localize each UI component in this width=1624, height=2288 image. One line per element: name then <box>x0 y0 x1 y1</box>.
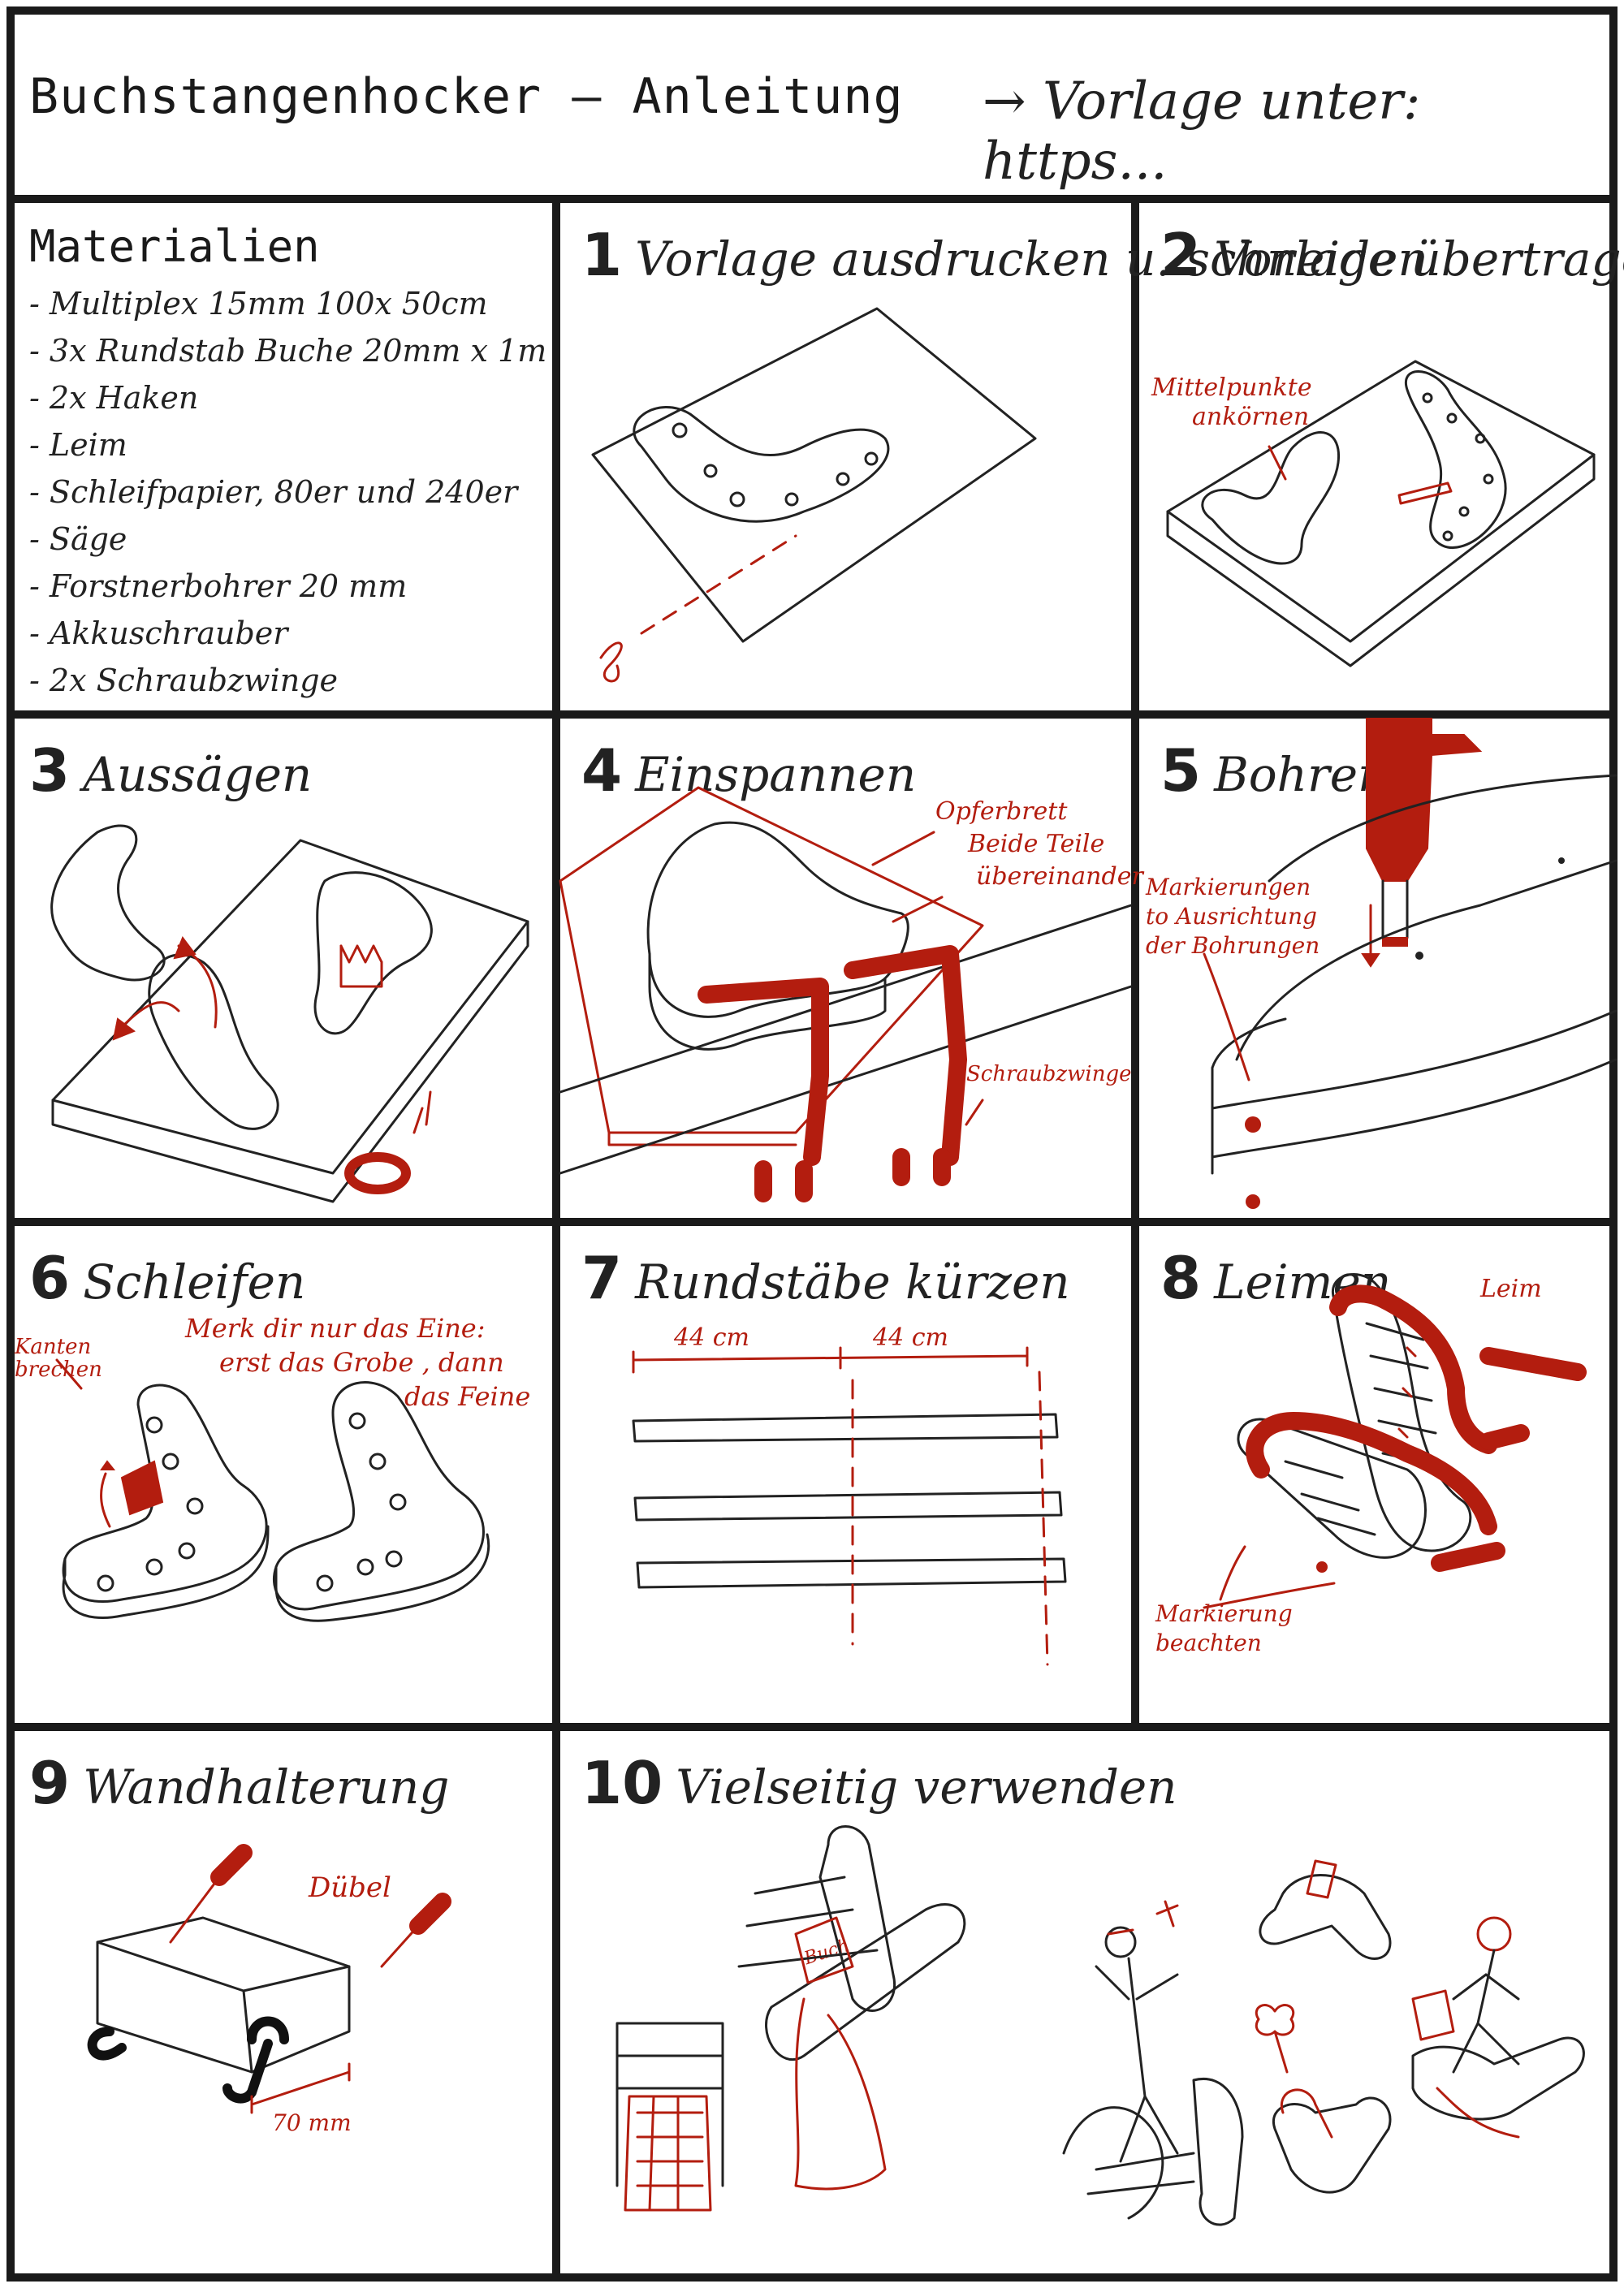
note-break-edges: Kanten brechen <box>15 1335 102 1382</box>
step-label: Vorlage ausdrucken u. schneiden <box>635 231 1428 287</box>
step-label: Wandhalterung <box>83 1759 450 1815</box>
grid-line <box>552 1729 560 2282</box>
step-number: 3 <box>29 736 71 805</box>
grid-line <box>8 1723 1616 1731</box>
note-wall-plug: Dübel <box>309 1871 391 1904</box>
step-label: Schleifen <box>83 1254 306 1310</box>
step-number: 8 <box>1160 1244 1202 1312</box>
dowel-cutting-illustration <box>632 1346 1067 1666</box>
board-transfer-illustration <box>1166 360 1596 667</box>
step-number: 5 <box>1160 736 1202 805</box>
list-item: Multiplex 15mm 100x 50cm <box>29 280 546 327</box>
grid-line <box>8 1218 1616 1226</box>
sawing-illustration <box>50 824 529 1203</box>
note-centerpoints: Mittelpunkte ankörnen <box>1151 373 1312 431</box>
note-markings: Markierungen to Ausrichtung der Bohrunge… <box>1146 874 1320 959</box>
page-frame <box>6 6 1618 2282</box>
list-item: Akkuschrauber <box>29 610 546 657</box>
step-label: Rundstäbe kürzen <box>635 1254 1070 1310</box>
header: Buchstangenhocker – Anleitung → Vorlage … <box>8 8 1616 203</box>
list-item: 2x Schraubzwinge <box>29 657 546 704</box>
uses-illustration <box>615 1825 1585 2226</box>
note-sacrificial-board: Opferbrett Beide Teile übereinander <box>935 797 1143 891</box>
list-item: 2x Haken <box>29 374 546 421</box>
wall-mount-illustration <box>87 1844 451 2114</box>
materials-list: Multiplex 15mm 100x 50cm 3x Rundstab Buc… <box>29 280 546 704</box>
page-title: Buchstangenhocker – Anleitung <box>29 68 904 125</box>
note-coarse-then-fine: Merk dir nur das Eine: erst das Grobe , … <box>185 1313 531 1412</box>
step-number: 4 <box>581 736 623 805</box>
step-label: Vielseitig verwenden <box>676 1759 1177 1815</box>
list-item: Säge <box>29 516 546 563</box>
list-item: Schleifpapier, 80er und 240er <box>29 468 546 516</box>
list-item: Forstnerbohrer 20 mm <box>29 563 546 610</box>
note-glue: Leim <box>1480 1275 1542 1303</box>
clamping-illustration <box>559 786 1133 1202</box>
list-item: 3x Rundstab Buche 20mm x 1m <box>29 327 546 374</box>
note-clamp: Schraubzwinge <box>966 1062 1132 1086</box>
sanding-illustration <box>55 1358 490 1622</box>
step-number: 10 <box>581 1749 663 1817</box>
materials-panel: Materialien Multiplex 15mm 100x 50cm 3x … <box>8 203 552 710</box>
step-number: 2 <box>1160 221 1202 289</box>
step-label: Einspannen <box>635 747 917 802</box>
step-label: Aussägen <box>83 747 313 802</box>
step-number: 7 <box>581 1244 623 1312</box>
grid-line <box>1131 203 1139 1729</box>
step-number: 9 <box>29 1749 71 1817</box>
length-label-1: 44 cm <box>674 1323 749 1352</box>
step-number: 1 <box>581 221 623 289</box>
step-label: Bohren <box>1214 747 1389 802</box>
materials-title: Materialien <box>29 221 320 272</box>
step-label: Vorlage übertragen <box>1214 231 1624 287</box>
note-distance: 70 mm <box>272 2109 352 2136</box>
grid-line <box>8 710 1616 719</box>
grid-line <box>552 203 560 1729</box>
drilling-illustration <box>1203 718 1618 1209</box>
template-link-note: → Vorlage unter: https... <box>983 71 1421 192</box>
template-sheet-illustration <box>591 307 1037 683</box>
gluing-illustration <box>1203 1273 1587 1609</box>
step-number: 6 <box>29 1244 71 1312</box>
length-label-2: 44 cm <box>873 1323 948 1352</box>
list-item: Leim <box>29 421 546 468</box>
